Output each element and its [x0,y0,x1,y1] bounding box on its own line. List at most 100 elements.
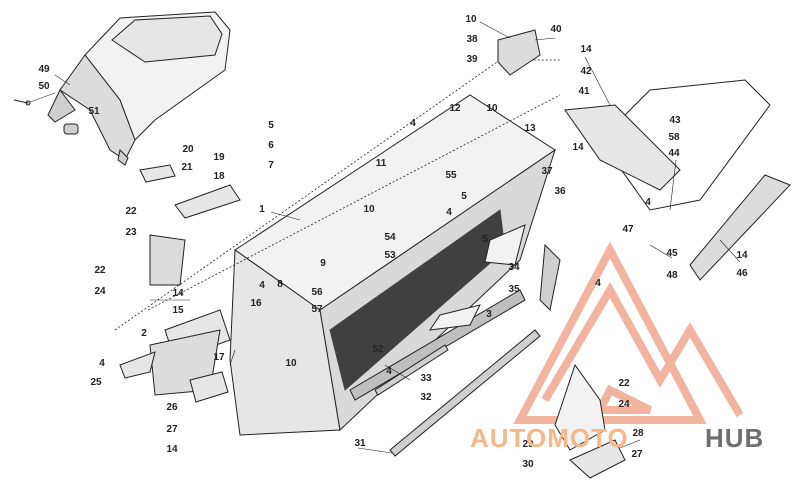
callout-l29: 29 [522,439,534,450]
callout-l4b: 4 [446,207,452,218]
callout-l14a: 14 [580,44,592,55]
chain-35 [539,243,561,312]
callout-l37: 37 [541,166,553,177]
chassis [229,94,556,457]
part-20 [139,164,176,183]
seat-top-panel [111,15,223,63]
callout-l14b: 14 [572,142,584,153]
callout-l49: 49 [38,64,50,75]
callout-l57: 57 [311,304,323,315]
callout-l7: 7 [268,160,274,171]
plate-3 [428,304,481,331]
callout-l30: 30 [522,459,534,470]
callout-l42: 42 [580,66,592,77]
callout-l58: 58 [668,132,680,143]
part-26 [189,371,229,403]
callout-l23: 23 [125,227,137,238]
callout-l54: 54 [384,232,396,243]
callout-l9: 9 [320,258,326,269]
callout-l5c: 5 [482,234,488,245]
callout-l51: 51 [88,106,100,117]
callout-l3: 3 [486,309,492,320]
callout-l4c: 4 [645,197,651,208]
tunnel-side [229,249,341,436]
callout-l25: 25 [90,377,102,388]
callout-l52: 52 [372,344,384,355]
callout-l28: 28 [632,428,644,439]
assembly-boundary-2 [147,94,561,311]
callout-l38: 38 [466,34,478,45]
watermark-logo [513,241,744,424]
washer-51 [63,123,79,135]
watermark-triangle-outer [513,241,707,424]
watermark-m-stroke [541,281,744,418]
callout-l36: 36 [554,186,566,197]
callout-l46: 46 [736,268,748,279]
callout-l10d: 10 [285,358,297,369]
footrest-29 [554,363,606,451]
seat-hardware [13,99,79,135]
seat-assembly [47,11,231,166]
bracket-40-38 [497,29,541,76]
callout-l21: 21 [181,162,193,173]
callout-l56: 56 [311,287,323,298]
callout-l53: 53 [384,250,396,261]
callout-l14d: 14 [166,444,178,455]
callout-l35: 35 [508,284,520,295]
callout-l50: 50 [38,81,50,92]
callout-l12: 12 [449,103,461,114]
callout-l44: 44 [668,148,680,159]
callout-l20: 20 [182,144,194,155]
callout-l27a: 27 [166,424,178,435]
watermark-text-hub: HUB [705,423,764,453]
callout-l4f: 4 [99,358,105,369]
callout-l4d: 4 [259,280,265,291]
callout-l55: 55 [445,170,457,181]
callout-l31: 31 [354,438,366,449]
callout-l17: 17 [213,352,225,363]
callout-l2: 2 [141,328,147,339]
callout-l4g: 4 [386,366,392,377]
callout-l24a: 24 [94,286,106,297]
rail-long-31 [389,329,541,457]
callout-l41: 41 [578,86,590,97]
callout-l33: 33 [420,373,432,384]
callout-l43: 43 [669,115,681,126]
watermark: AUTOMOTO HUB [470,423,764,453]
watermark-triangle-inner [593,384,652,414]
watermark-text-brand: AUTOMOTO [470,423,629,453]
assembly-boundary [114,59,560,331]
part-25 [119,351,156,379]
callout-l45: 45 [666,248,678,259]
seat-bracket-right [117,148,129,166]
callout-l39: 39 [466,54,478,65]
callout-l14e: 14 [736,250,748,261]
callout-l40: 40 [550,24,562,35]
leader-lines [29,21,741,454]
footrest-parts [554,363,626,479]
rail-33 [374,344,449,396]
callout-l48: 48 [666,270,678,281]
part-18 [174,184,241,219]
callout-l26: 26 [166,402,178,413]
callout-l10c: 10 [363,204,375,215]
callout-l27b: 27 [631,449,643,460]
seat-side [59,54,136,161]
callout-l16: 16 [250,298,262,309]
footrest-30 [569,439,626,479]
callout-l32: 32 [420,392,432,403]
callout-l15: 15 [172,305,184,316]
callout-l22a: 22 [125,206,137,217]
callout-l34: 34 [508,262,520,273]
callout-l8: 8 [277,279,283,290]
callout-l4a: 4 [410,118,416,129]
callout-l10b: 10 [486,103,498,114]
callout-l22c: 22 [618,378,630,389]
callout-l13: 13 [524,123,536,134]
callout-l6: 6 [268,140,274,151]
callout-l18: 18 [213,171,225,182]
callout-l1: 1 [259,204,265,215]
callout-l5b: 5 [461,191,467,202]
